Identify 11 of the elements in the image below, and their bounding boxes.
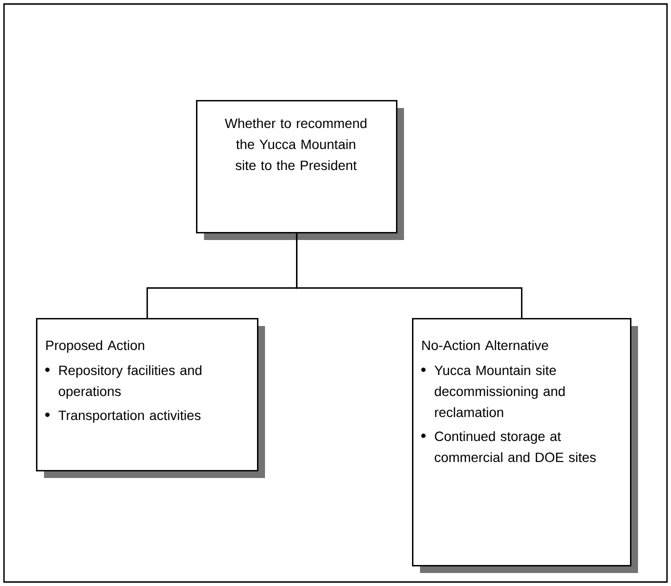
- process-box: [36, 318, 265, 478]
- process-box: [412, 318, 638, 573]
- process-box: [196, 100, 404, 240]
- node-label: Yucca Mountain site decommissioning and reclamation: [434, 365, 565, 418]
- node-label: Transportation activities: [58, 410, 200, 423]
- connector: [296, 233, 522, 318]
- node-label: Repository facilities and operations: [58, 365, 202, 399]
- node-label: Continued storage at commercial and DOE sites: [434, 431, 596, 462]
- node-label: Whether to recommend the Yucca Mountain site to the President: [224, 118, 366, 170]
- node-label: Proposed Action: [46, 340, 144, 353]
- node-label: No-Action Alternative: [422, 340, 548, 350]
